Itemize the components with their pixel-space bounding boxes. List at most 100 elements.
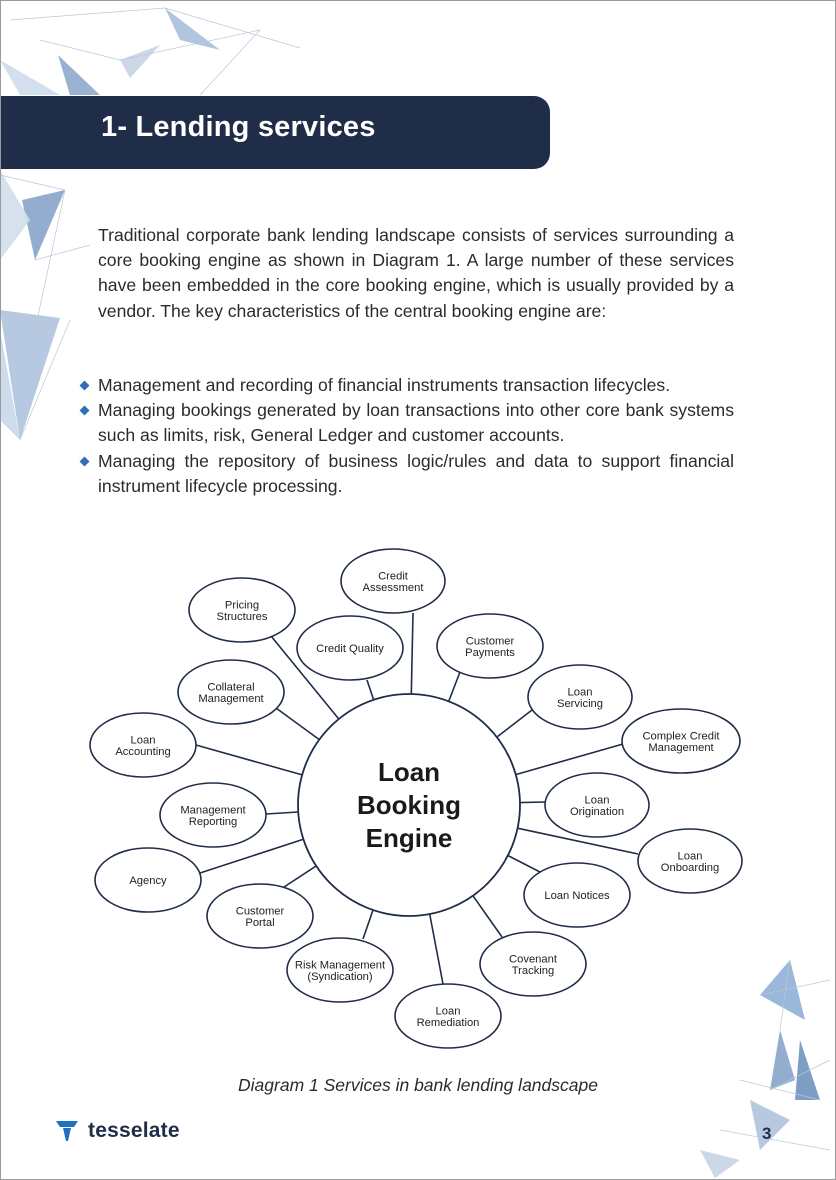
service-node-shape xyxy=(206,883,314,949)
list-item: Managing bookings generated by loan tran… xyxy=(78,398,734,448)
service-node-label: Risk Management xyxy=(295,959,386,971)
service-node-shape xyxy=(436,613,544,679)
intro-paragraph: Traditional corporate bank lending lands… xyxy=(98,225,734,321)
service-node-shape xyxy=(286,937,394,1003)
connector-loan-remediation xyxy=(428,913,444,985)
tesselate-logo-icon xyxy=(56,1121,78,1141)
service-node-label: Customer xyxy=(236,905,285,917)
connector-credit-quality xyxy=(366,679,375,701)
service-node-shape xyxy=(394,983,502,1049)
service-node-label: Portal xyxy=(245,917,274,929)
service-node-label: Loan xyxy=(585,794,610,806)
connector-customer-payments xyxy=(447,671,461,702)
service-node-label: Loan xyxy=(131,734,156,746)
diamond-bullet-icon xyxy=(79,380,90,391)
service-node-label: Agency xyxy=(129,875,167,887)
connector-loan-notices xyxy=(507,854,541,873)
loan-booking-engine-diagram: CreditAssessmentPricingStructuresCredit … xyxy=(89,548,743,1049)
central-hub-circle xyxy=(297,693,521,917)
service-node-shape xyxy=(527,664,633,730)
connector-complex-credit-management xyxy=(515,743,624,776)
list-item-text: Managing the repository of business logi… xyxy=(98,450,734,496)
service-node-label: Loan Notices xyxy=(544,890,610,902)
service-node-label: Collateral xyxy=(207,681,254,693)
service-node-shape xyxy=(177,659,285,725)
central-hub-label: Engine xyxy=(366,823,453,853)
connector-collateral-management xyxy=(275,707,320,741)
list-item: Managing the repository of business logi… xyxy=(78,449,734,499)
brand-name: tesselate xyxy=(88,1119,180,1142)
central-hub-label: Loan xyxy=(378,757,440,787)
connector-customer-portal xyxy=(283,865,317,888)
connector-loan-origination xyxy=(519,801,546,804)
diagram-caption: Diagram 1 Services in bank lending lands… xyxy=(238,1075,598,1095)
brand-logo: tesselate xyxy=(56,1119,180,1143)
characteristics-list: Management and recording of financial in… xyxy=(78,373,734,499)
service-node-label: Structures xyxy=(217,611,268,623)
service-node-label: Management xyxy=(648,742,714,754)
service-node-label: Covenant xyxy=(509,953,558,965)
service-node-label: Credit Quality xyxy=(316,643,384,655)
service-node-agency: Agency xyxy=(94,847,202,913)
service-node-risk-management-syndication: Risk Management(Syndication) xyxy=(286,937,394,1003)
diamond-bullet-icon xyxy=(79,456,90,467)
service-node-label: Customer xyxy=(466,635,515,647)
service-node-shape xyxy=(89,712,197,778)
service-node-label: Pricing xyxy=(225,599,259,611)
service-node-shape xyxy=(296,615,404,681)
connector-loan-onboarding xyxy=(517,827,639,855)
service-node-shape xyxy=(637,828,743,894)
connector-loan-servicing xyxy=(496,709,533,738)
page-number: 3 xyxy=(762,1124,772,1143)
list-item-text: Managing bookings generated by loan tran… xyxy=(98,400,734,446)
connector-covenant-tracking xyxy=(472,895,503,938)
service-node-credit-quality: Credit Quality xyxy=(296,615,404,681)
service-node-label: Tracking xyxy=(512,965,554,977)
service-node-label: Accounting xyxy=(115,746,170,758)
service-node-shape xyxy=(159,782,267,848)
service-node-label: Loan xyxy=(436,1005,461,1017)
service-node-label: Origination xyxy=(570,806,624,818)
service-node-shape xyxy=(479,931,587,997)
connector-pricing-structures xyxy=(270,635,340,720)
service-node-label: Remediation xyxy=(417,1017,480,1029)
service-node-shape xyxy=(544,772,650,838)
service-node-label: Complex Credit xyxy=(642,730,720,742)
service-node-label: Loan xyxy=(568,686,593,698)
service-node-label: Assessment xyxy=(363,582,425,594)
decorative-network-top-left xyxy=(0,7,301,441)
service-node-label: Reporting xyxy=(189,816,238,828)
list-item: Management and recording of financial in… xyxy=(78,373,734,398)
connector-credit-assessment xyxy=(410,612,414,695)
connector-agency xyxy=(199,838,304,874)
service-node-shape xyxy=(94,847,202,913)
service-node-shape xyxy=(621,708,741,774)
service-node-shape xyxy=(188,577,296,643)
section-title-bar xyxy=(0,96,550,169)
service-node-label: Payments xyxy=(465,647,515,659)
list-item-text: Management and recording of financial in… xyxy=(98,375,671,395)
service-node-label: Onboarding xyxy=(661,862,719,874)
service-node-loan-notices: Loan Notices xyxy=(523,862,631,928)
connector-loan-accounting xyxy=(195,744,303,776)
service-node-label: Credit xyxy=(378,570,409,582)
service-node-label: Servicing xyxy=(557,698,603,710)
service-node-shape xyxy=(523,862,631,928)
connector-risk-management-syndication xyxy=(362,909,374,940)
decorative-network-bottom-right xyxy=(700,959,831,1178)
service-node-label: Management xyxy=(180,804,246,816)
diamond-bullet-icon xyxy=(79,405,90,416)
